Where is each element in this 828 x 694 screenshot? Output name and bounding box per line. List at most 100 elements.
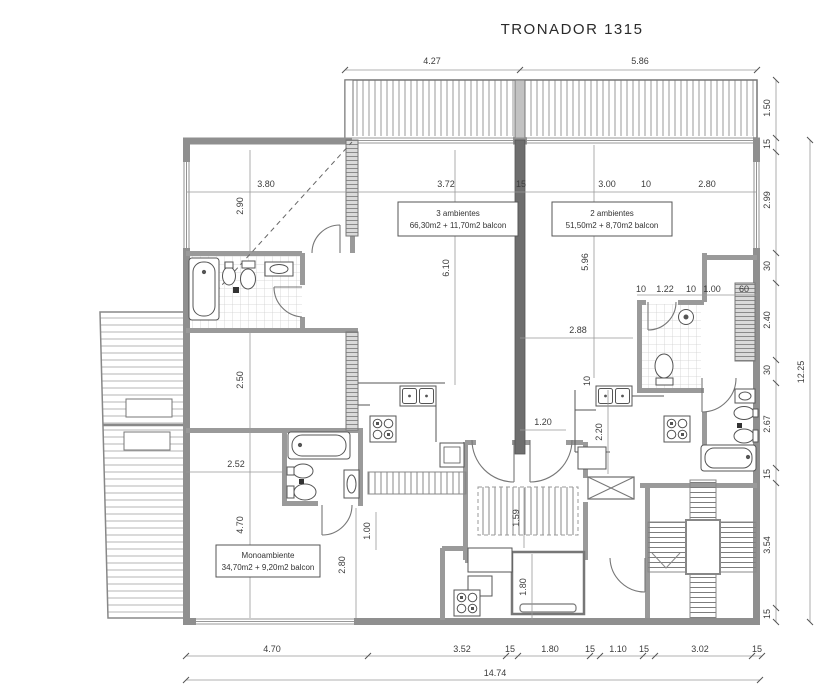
- dim-label: 15: [762, 139, 772, 149]
- apartment-label-mono: Monoambiente 34,70m2 + 9,20m2 balcon: [215, 544, 321, 578]
- dim-label: 1.59: [511, 509, 521, 527]
- dim-label: 6.10: [441, 259, 451, 277]
- dim-label: 1.80: [518, 578, 528, 596]
- dim-label: 2.20: [594, 423, 604, 441]
- toilet-room-2amb: [654, 309, 694, 386]
- toilet-icon: [293, 483, 317, 501]
- top-balcony: [344, 79, 758, 139]
- dim-label: 2.40: [762, 311, 772, 329]
- dim-label: 15: [585, 644, 595, 654]
- dim-label: 30: [762, 261, 772, 271]
- planter-icon: [123, 431, 171, 451]
- toilet-icon: [654, 353, 674, 379]
- dim-label: 10: [582, 376, 592, 386]
- dim-label: 4.70: [263, 644, 281, 654]
- dim-label: 3.52: [453, 644, 471, 654]
- window: [352, 136, 513, 145]
- bathtub-icon: [188, 257, 220, 321]
- dimension-lines: [182, 66, 814, 684]
- stove-icon: [453, 589, 481, 617]
- dim-label: 3.72: [437, 179, 455, 189]
- apartment-label-3amb: 3 ambientes 66,30m2 + 11,70m2 balcon: [397, 201, 519, 237]
- apartment-area: 66,30m2 + 11,70m2 balcon: [410, 221, 507, 230]
- dim-label: 3.02: [691, 644, 709, 654]
- dim-label: 4.27: [423, 56, 441, 66]
- dim-label: 30: [762, 365, 772, 375]
- dim-label: 1.20: [534, 417, 552, 427]
- apartment-name: Monoambiente: [242, 551, 295, 560]
- dim-label: 2.90: [235, 197, 245, 215]
- dim-label: 2.80: [698, 179, 716, 189]
- stove-icon: [663, 415, 691, 443]
- apartment-name: 3 ambientes: [436, 209, 480, 218]
- elevator-shaft-icon: [587, 476, 635, 500]
- dim-label: 15: [762, 609, 772, 619]
- plan-title: TRONADOR 1315: [501, 21, 644, 38]
- window: [752, 162, 761, 248]
- dim-label: 15: [505, 644, 515, 654]
- bidet-icon: [222, 266, 236, 286]
- door-arc: [609, 557, 646, 593]
- dim-label: 2.50: [235, 371, 245, 389]
- dim-label: 2.88: [569, 325, 587, 335]
- stair-arrow-icon: [651, 552, 681, 569]
- dim-label: 15: [639, 644, 649, 654]
- door-arc: [647, 301, 677, 331]
- windows: [182, 136, 761, 626]
- doors: [273, 224, 737, 593]
- planter-icon: [125, 398, 173, 418]
- dim-label: 3.80: [257, 179, 275, 189]
- kitchen-sink-icon: [399, 385, 437, 407]
- dim-label-total: 14.74: [484, 668, 507, 678]
- kitchen-sink-icon: [595, 385, 633, 407]
- dim-label: 5.86: [631, 56, 649, 66]
- apartment-label-2amb: 2 ambientes 51,50m2 + 8,70m2 balcon: [551, 201, 673, 237]
- brick-wall-strip: [734, 282, 756, 362]
- apartment-area: 34,70m2 + 9,20m2 balcon: [222, 563, 315, 572]
- kitchen-2amb: [574, 385, 691, 470]
- door-arc: [321, 504, 353, 536]
- bathtub-icon: [700, 444, 757, 472]
- door-arc: [529, 439, 573, 483]
- dim-label: 10: [636, 284, 646, 294]
- window: [527, 136, 753, 145]
- left-balcony: [99, 311, 187, 619]
- stove-icon: [369, 415, 397, 443]
- elevator-door: [519, 603, 577, 613]
- dim-label: 3.54: [762, 536, 772, 554]
- kitchen-3amb: [358, 382, 465, 468]
- bathroom-mono: [286, 431, 360, 501]
- elevator-car: [510, 550, 586, 616]
- door-arc: [471, 439, 515, 483]
- dim-label: 2.80: [337, 556, 347, 574]
- bidet-icon: [292, 463, 314, 479]
- kitchen-mono: [453, 547, 513, 617]
- window: [196, 617, 354, 626]
- stairs: [647, 479, 757, 619]
- brick-wall-strip: [345, 331, 359, 431]
- laundry-tub-icon: [577, 446, 607, 470]
- door-arc: [311, 224, 341, 254]
- dim-label: 1.10: [609, 644, 627, 654]
- dim-label: 1.50: [762, 99, 772, 117]
- bathroom-2amb: [700, 388, 759, 472]
- dim-label: 2.67: [762, 415, 772, 433]
- dim-label: 10: [686, 284, 696, 294]
- apartment-area: 51,50m2 + 8,70m2 balcon: [566, 221, 659, 230]
- dim-label: 2.52: [227, 459, 245, 469]
- door-arc: [273, 286, 303, 318]
- entry-landing: [477, 486, 579, 536]
- dim-label: 4.70: [235, 516, 245, 534]
- party-wall: [514, 139, 526, 455]
- bidet-icon: [733, 406, 755, 420]
- dim-label: 1.22: [656, 284, 674, 294]
- toilet-icon: [733, 428, 755, 444]
- toilet-icon: [240, 268, 256, 290]
- dim-label: 1.00: [362, 522, 372, 540]
- sink-icon: [734, 388, 756, 404]
- dim-label: 1.00: [703, 284, 721, 294]
- dim-label: 15: [752, 644, 762, 654]
- dim-label: 60: [739, 284, 749, 294]
